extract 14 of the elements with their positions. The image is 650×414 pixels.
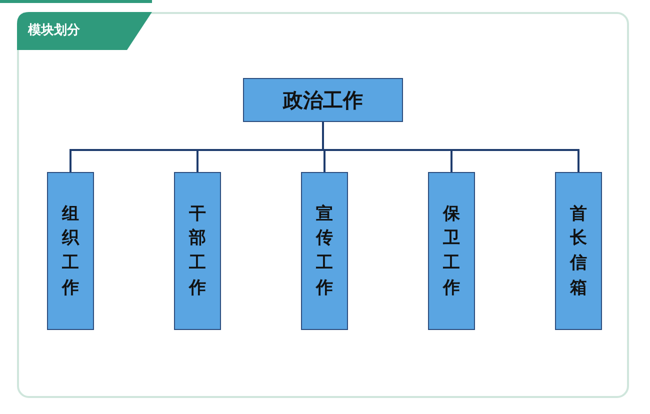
module-box — [301, 172, 348, 330]
module-box — [174, 172, 221, 330]
module-box — [428, 172, 475, 330]
box-label: 首长信箱 — [570, 202, 587, 300]
module-box — [555, 172, 602, 330]
box-label: 政治工作 — [283, 86, 363, 114]
box-label: 宣传工作 — [316, 202, 333, 300]
root-box — [243, 78, 403, 122]
box-label: 保卫工作 — [443, 202, 460, 300]
connector-line — [322, 122, 580, 172]
box-label: 干部工作 — [189, 202, 206, 300]
box-label: 组织工作 — [62, 202, 79, 300]
module-box — [47, 172, 94, 330]
section-title: 模块划分 — [28, 22, 80, 39]
